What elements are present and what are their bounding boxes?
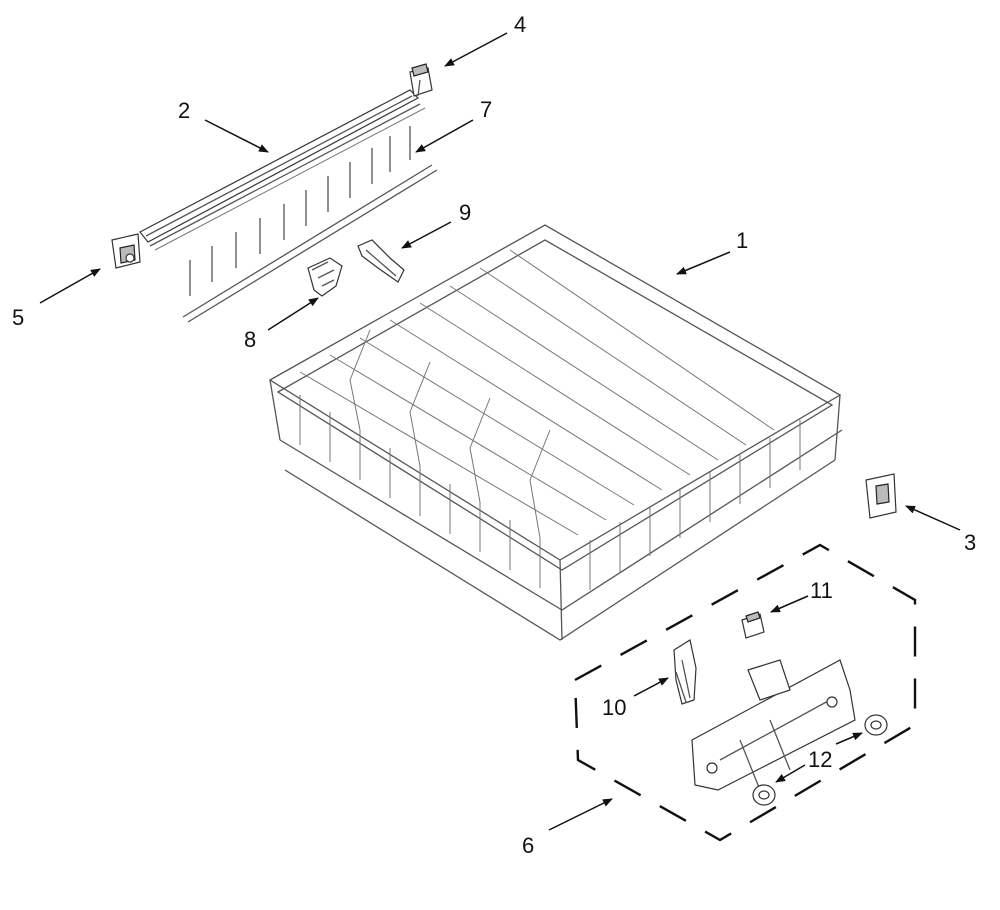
- leader-11: [770, 595, 809, 613]
- tine-row: [182, 126, 438, 323]
- wheel-upper: [864, 714, 888, 736]
- callout-7: 7: [480, 97, 492, 122]
- leader-12b: [775, 764, 806, 783]
- leader-7: [415, 119, 474, 153]
- callout-3: 3: [964, 530, 976, 555]
- release-button: [741, 611, 765, 639]
- wheel-lower: [752, 784, 776, 806]
- track-end-cap: [409, 63, 433, 97]
- callout-labels: 1 2 3 4 5 6 7 8 9 10 11 12: [12, 12, 976, 858]
- leader-1: [676, 251, 731, 275]
- leader-4: [444, 32, 508, 67]
- callout-6: 6: [522, 833, 534, 858]
- adjuster-bracket: [865, 473, 897, 519]
- leader-6: [548, 798, 613, 831]
- leader-9: [401, 221, 452, 249]
- shelf-clip-9: [357, 239, 405, 283]
- callout-8: 8: [244, 327, 256, 352]
- adjuster-housing: [691, 659, 856, 791]
- leader-2: [204, 119, 269, 153]
- callout-5: 5: [12, 305, 24, 330]
- leader-5: [39, 268, 101, 304]
- callout-11: 11: [810, 578, 833, 603]
- actuator-lever: [673, 639, 697, 705]
- callout-9: 9: [459, 200, 471, 225]
- shelf-clip-8: [307, 257, 343, 297]
- leader-3: [905, 505, 961, 531]
- roller-bracket: [111, 233, 141, 269]
- callout-2: 2: [178, 98, 190, 123]
- callout-12: 12: [808, 747, 832, 772]
- leader-12a: [835, 732, 863, 745]
- leader-10: [633, 677, 669, 697]
- rack-track-rail: [139, 89, 426, 251]
- upper-dishrack: [268, 224, 843, 641]
- adjuster-assembly-boundary: [573, 543, 917, 842]
- callout-4: 4: [514, 12, 526, 37]
- callout-10: 10: [602, 695, 626, 720]
- leader-8: [267, 297, 319, 331]
- callout-1: 1: [736, 228, 748, 253]
- leader-arrows: [39, 32, 961, 831]
